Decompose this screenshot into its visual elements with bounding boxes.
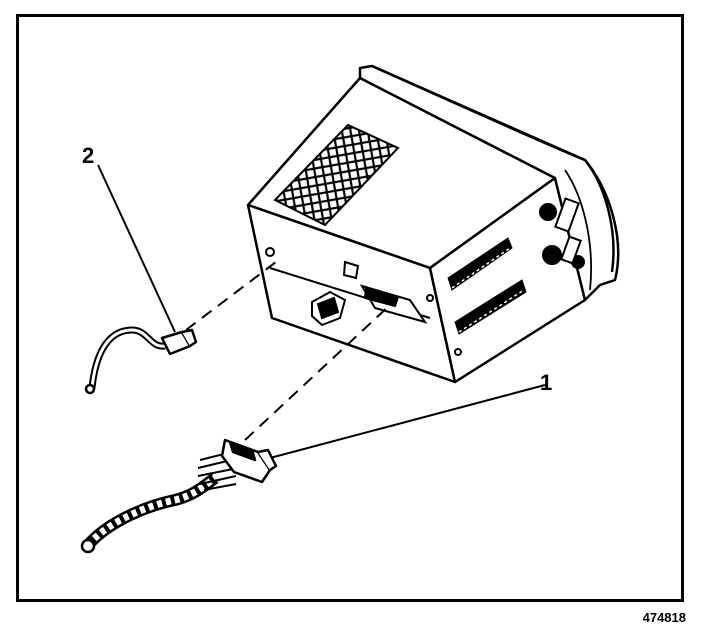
rear-panel-details (265, 247, 462, 356)
leader-line-1 (269, 384, 546, 459)
antenna-lead (84, 326, 198, 395)
side-vents (447, 237, 527, 335)
harness-connector (220, 438, 272, 484)
connector-alignment-line (244, 304, 391, 441)
figure-number: 474818 (642, 610, 686, 625)
wiring-harness (80, 438, 278, 554)
top-vent-mesh (273, 123, 400, 227)
callout-label-2: 2 (82, 143, 95, 168)
alignment-lines (97, 164, 546, 459)
leader-line-2 (97, 164, 176, 333)
callout-label-1: 1 (540, 370, 553, 395)
faceplate-controls (539, 197, 585, 269)
figure-frame (16, 14, 684, 602)
